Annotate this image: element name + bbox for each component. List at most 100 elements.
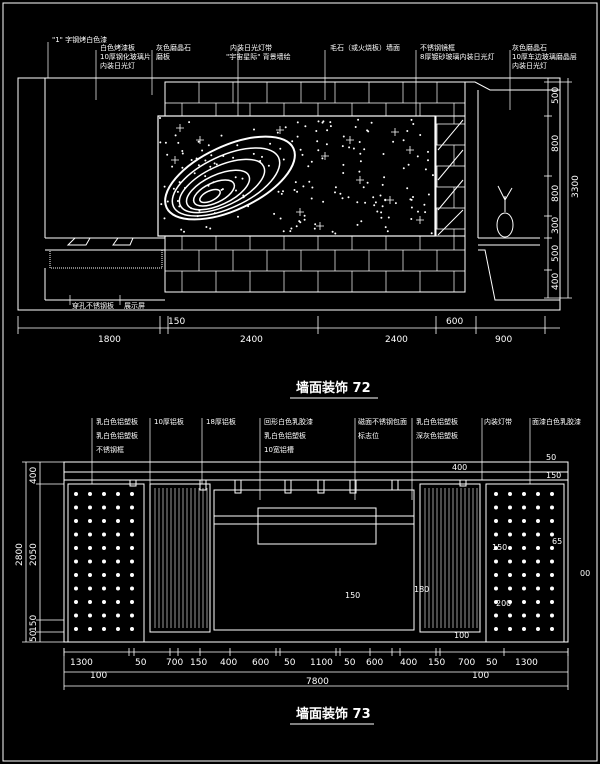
bottom-dim-72-3: 2400 bbox=[385, 335, 408, 345]
star-dot bbox=[410, 206, 413, 209]
panel-dot bbox=[102, 492, 106, 496]
star-dot bbox=[235, 189, 237, 192]
panel-dot bbox=[522, 613, 526, 618]
star-dot bbox=[412, 123, 415, 125]
panel-dot bbox=[74, 492, 78, 496]
panel-dot bbox=[116, 613, 120, 618]
star-dot bbox=[366, 129, 369, 132]
star-dot bbox=[234, 176, 237, 179]
star-dot bbox=[329, 125, 332, 128]
bottom-dim-72-2: 2400 bbox=[240, 335, 263, 345]
star-dot bbox=[341, 145, 344, 148]
star-dot bbox=[299, 148, 302, 151]
star-icon bbox=[416, 216, 424, 224]
star-dot bbox=[364, 201, 367, 204]
panel-dot bbox=[536, 559, 540, 564]
star-dot bbox=[269, 142, 272, 145]
annotation-73-0: 乳白色铝塑板 bbox=[96, 417, 138, 426]
panel-dot bbox=[536, 586, 540, 591]
panel-dot bbox=[130, 627, 134, 631]
panel-dot bbox=[116, 532, 120, 537]
panel-dot bbox=[74, 600, 78, 604]
left-dim-73-4: 50 bbox=[29, 630, 39, 642]
annotation-73-13: 面漆白色乳胶漆 bbox=[532, 417, 581, 426]
star-dot bbox=[358, 141, 361, 143]
star-icon bbox=[316, 222, 324, 230]
panel-dot bbox=[550, 573, 554, 577]
star-dot bbox=[163, 217, 166, 220]
panel-dot bbox=[88, 546, 92, 550]
star-icon bbox=[386, 196, 394, 204]
annotation-72-5: 磨板 bbox=[156, 52, 170, 61]
star-dot bbox=[252, 152, 255, 155]
panel-dot bbox=[102, 505, 106, 510]
star-dot bbox=[322, 120, 325, 123]
left-dim-73-0: 400 bbox=[29, 467, 39, 484]
panel-dot bbox=[116, 573, 120, 577]
star-dot bbox=[356, 201, 359, 204]
star-dot bbox=[394, 202, 397, 205]
panel-dot bbox=[88, 492, 92, 496]
inner-dim-73-4: 65 bbox=[552, 537, 562, 546]
star-dot bbox=[417, 210, 419, 213]
vase-icon bbox=[496, 185, 514, 238]
panel-dot bbox=[550, 559, 554, 564]
panel-dot bbox=[102, 586, 106, 591]
panel-dot bbox=[494, 492, 498, 496]
star-icon bbox=[171, 156, 179, 164]
star-dot bbox=[298, 220, 301, 223]
star-dot bbox=[232, 156, 235, 159]
star-dot bbox=[409, 198, 412, 201]
star-icon bbox=[176, 124, 184, 132]
right-dim-72-0: 500 bbox=[551, 87, 561, 104]
bottom-dim-73-4: 400 bbox=[220, 658, 237, 668]
star-dot bbox=[416, 155, 419, 158]
panel-dot bbox=[522, 519, 526, 523]
left-dim-73-1: 2050 bbox=[29, 543, 39, 566]
bottom-dim-73-14: 1300 bbox=[515, 658, 538, 668]
panel-dot bbox=[508, 600, 512, 604]
panel-dot bbox=[74, 532, 78, 537]
elevation-72-outline bbox=[17, 77, 561, 311]
bottom-dim-73-11: 150 bbox=[428, 658, 445, 668]
inner-dim-73-3: 150 bbox=[492, 543, 507, 552]
annotation-72-12: 10厚车边玻璃磨晶层 bbox=[512, 52, 577, 61]
star-dot bbox=[171, 165, 174, 168]
panel-dot bbox=[536, 532, 540, 537]
star-dot bbox=[310, 197, 313, 200]
star-dot bbox=[321, 121, 324, 124]
panel-dot bbox=[88, 532, 92, 537]
panel-dot bbox=[130, 505, 134, 510]
star-dot bbox=[410, 118, 413, 121]
panel-dot bbox=[536, 505, 540, 510]
star-dot bbox=[386, 230, 389, 233]
star-dot bbox=[215, 163, 218, 166]
star-dot bbox=[273, 212, 276, 215]
elevation-72 bbox=[17, 77, 561, 311]
annotation-72-0: "1" 字钢烤白色漆 bbox=[52, 35, 107, 44]
inner-dim-73-6: 150 bbox=[345, 591, 360, 600]
panel-dot bbox=[88, 600, 92, 604]
star-dot bbox=[329, 121, 332, 124]
annotation-72-14: 穿孔不锈钢板 bbox=[72, 301, 114, 310]
star-dot bbox=[209, 227, 212, 230]
star-dot bbox=[334, 232, 337, 235]
panel-dot bbox=[494, 600, 498, 604]
star-dot bbox=[159, 117, 161, 119]
star-dot bbox=[348, 146, 351, 149]
panel-dot bbox=[130, 586, 134, 591]
star-dot bbox=[177, 141, 180, 144]
panel-dot bbox=[102, 600, 106, 604]
panel-dot bbox=[508, 627, 512, 631]
annotation-72-13: 内装日光灯 bbox=[512, 61, 547, 70]
panel-dot bbox=[88, 573, 92, 577]
star-dot bbox=[412, 196, 414, 198]
star-dot bbox=[384, 199, 387, 202]
star-dot bbox=[356, 223, 359, 226]
elevation-73-outline bbox=[63, 461, 569, 643]
star-dot bbox=[293, 189, 296, 191]
panel-dot bbox=[102, 546, 106, 550]
star-dot bbox=[237, 215, 239, 218]
panel-dot bbox=[130, 546, 134, 550]
bottom-dim-73-1: 50 bbox=[135, 658, 147, 668]
